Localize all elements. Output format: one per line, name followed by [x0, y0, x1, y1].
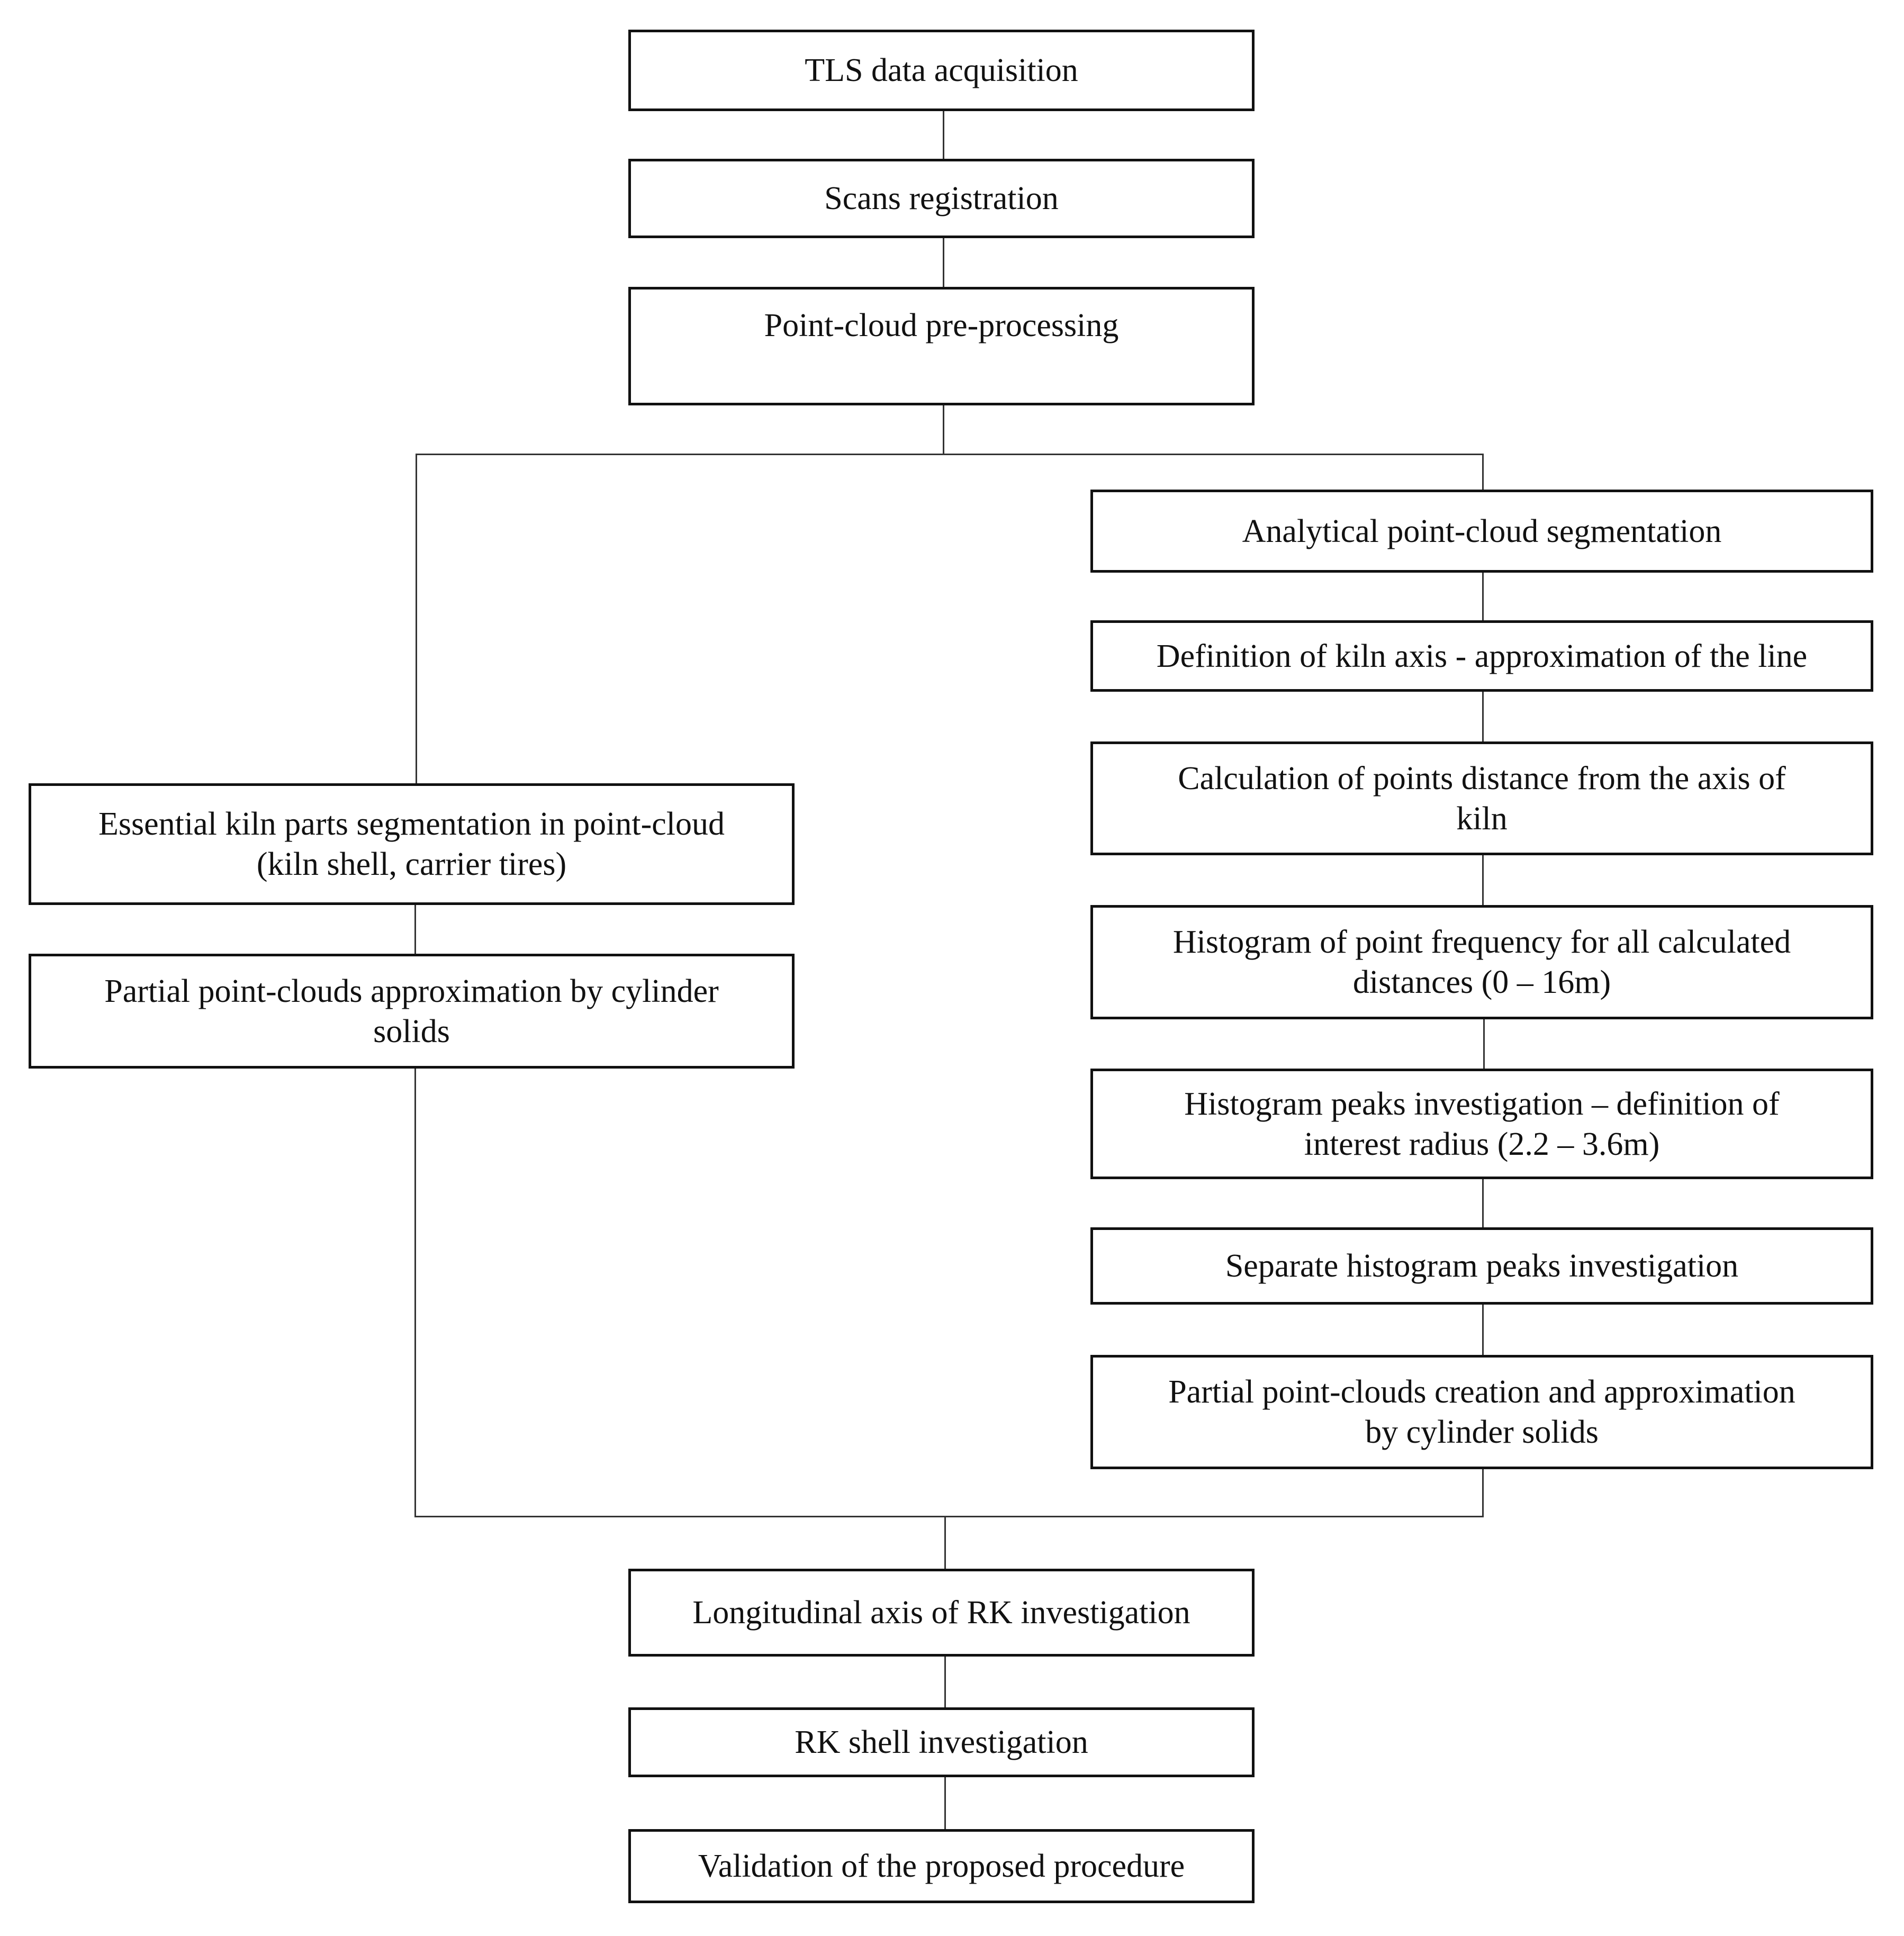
connector-right-3-4	[1482, 855, 1484, 905]
connector-right-4-5	[1483, 1019, 1485, 1069]
box-partial-point-clouds-approximation: Partial point-clouds approximation by cy…	[29, 954, 795, 1069]
connector-merge-down	[944, 1516, 946, 1569]
connector-split-horizontal	[416, 454, 1483, 455]
connector-right-6-7	[1482, 1305, 1484, 1355]
connector-left-down	[414, 1069, 416, 1517]
box-label-line-2: interest radius (2.2 – 3.6m)	[1304, 1126, 1660, 1162]
box-label: RK shell investigation	[795, 1724, 1088, 1760]
box-label: TLS data acquisition	[805, 52, 1078, 88]
box-label-line-1: Histogram peaks investigation – definiti…	[1184, 1085, 1780, 1122]
box-label-line-1: Partial point-clouds creation and approx…	[1168, 1374, 1795, 1410]
connector-registration-preprocessing	[943, 238, 944, 287]
box-calculation-of-points-distance: Calculation of points distance from the …	[1090, 741, 1873, 855]
connector-longitudinal-shell	[944, 1657, 946, 1707]
box-label-line-1: Essential kiln parts segmentation in poi…	[98, 806, 725, 842]
box-label-line-2: (kiln shell, carrier tires)	[256, 846, 567, 882]
box-analytical-point-cloud-segmentation: Analytical point-cloud segmentation	[1090, 490, 1873, 573]
connector-right-1-2	[1482, 573, 1484, 620]
box-label: Validation of the proposed procedure	[698, 1848, 1185, 1884]
box-label: Longitudinal axis of RK investigation	[692, 1595, 1190, 1631]
connector-right-5-6	[1482, 1179, 1484, 1227]
box-histogram-peaks-investigation: Histogram peaks investigation – definiti…	[1090, 1069, 1873, 1179]
box-label-line-1: Histogram of point frequency for all cal…	[1172, 924, 1791, 960]
box-label-line-1: Calculation of points distance from the …	[1178, 760, 1786, 797]
box-label-line-2: solids	[373, 1013, 450, 1050]
box-label-line-2: by cylinder solids	[1365, 1414, 1599, 1450]
connector-shell-validation	[944, 1777, 946, 1829]
box-point-cloud-preprocessing: Point-cloud pre-processing	[628, 287, 1255, 405]
box-label: Definition of kiln axis - approximation …	[1156, 638, 1808, 674]
box-essential-kiln-parts-segmentation: Essential kiln parts segmentation in poi…	[29, 783, 795, 905]
connector-right-down	[1482, 1469, 1484, 1517]
box-label: Analytical point-cloud segmentation	[1242, 513, 1722, 549]
box-validation-of-proposed-procedure: Validation of the proposed procedure	[628, 1829, 1255, 1903]
connector-merge-horizontal	[414, 1516, 1484, 1517]
box-partial-point-clouds-creation: Partial point-clouds creation and approx…	[1090, 1355, 1873, 1469]
connector-preprocessing-split	[943, 405, 944, 455]
box-label-line-2: kiln	[1456, 800, 1508, 837]
connector-tls-registration	[943, 111, 944, 159]
box-separate-histogram-peaks-investigation: Separate histogram peaks investigation	[1090, 1227, 1873, 1305]
box-histogram-of-point-frequency: Histogram of point frequency for all cal…	[1090, 905, 1873, 1019]
box-tls-data-acquisition: TLS data acquisition	[628, 30, 1255, 111]
box-scans-registration: Scans registration	[628, 159, 1255, 238]
connector-left-1-2	[414, 905, 416, 954]
box-label: Scans registration	[824, 180, 1059, 216]
box-longitudinal-axis-investigation: Longitudinal axis of RK investigation	[628, 1569, 1255, 1657]
connector-split-left	[416, 454, 417, 783]
connector-right-2-3	[1482, 692, 1484, 741]
box-label-line-2: distances (0 – 16m)	[1352, 964, 1611, 1000]
box-label: Point-cloud pre-processing	[764, 307, 1119, 343]
box-label-line-1: Partial point-clouds approximation by cy…	[104, 973, 719, 1009]
box-rk-shell-investigation: RK shell investigation	[628, 1707, 1255, 1777]
connector-split-right	[1482, 454, 1484, 490]
box-definition-of-kiln-axis: Definition of kiln axis - approximation …	[1090, 620, 1873, 692]
box-label: Separate histogram peaks investigation	[1225, 1248, 1739, 1284]
